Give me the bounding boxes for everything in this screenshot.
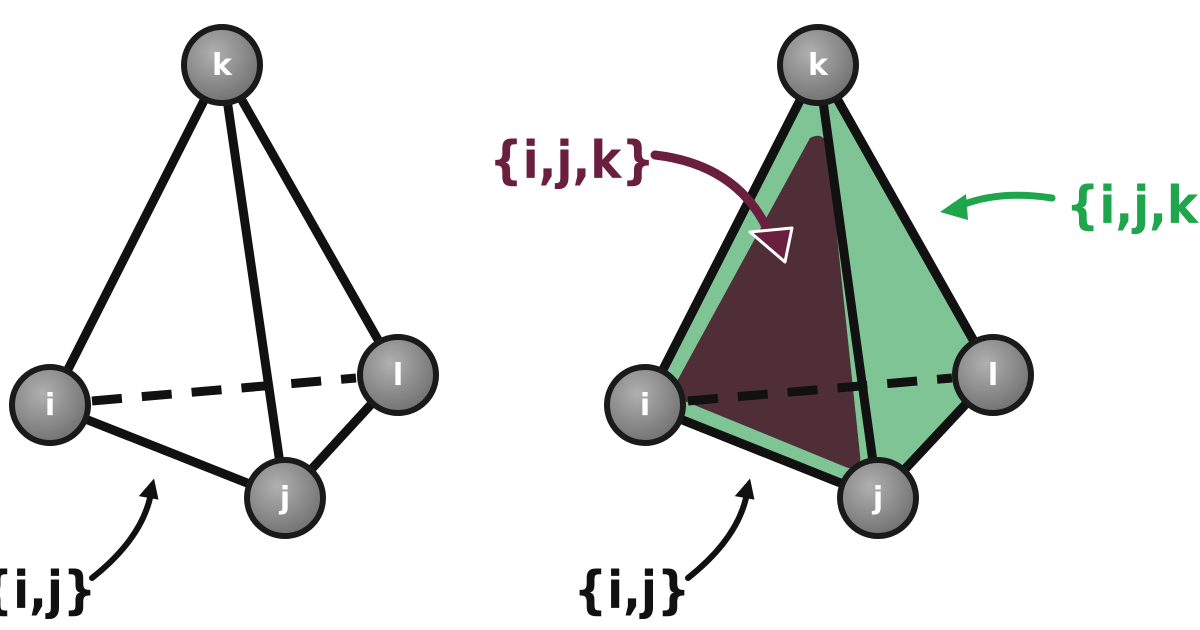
svg-text:j: j	[279, 481, 290, 516]
edge-pointer-arrow-right	[685, 495, 749, 581]
node-l-right: l	[952, 334, 1034, 416]
svg-text:l: l	[988, 358, 998, 393]
edge-i-l-hidden	[91, 373, 357, 406]
edge-label-right: {i,j}	[574, 561, 690, 621]
tetra-pointer-arrow	[958, 191, 1056, 209]
edge-pointer-arrow	[89, 495, 153, 581]
right-tetrahedron: k i l j {i,j,k} {i,j,k,l} {i,j}	[489, 24, 1200, 621]
svg-text:j: j	[872, 481, 883, 516]
edge-i-j	[45, 400, 290, 503]
face-fill	[674, 135, 861, 469]
tetra-label: {i,j,k,l}	[1066, 176, 1200, 236]
svg-text:k: k	[212, 48, 233, 83]
face-pointer-arrow	[650, 150, 775, 240]
face-label: {i,j,k}	[489, 131, 654, 191]
svg-text:i: i	[640, 388, 650, 423]
edge-pointer-arrowhead	[138, 478, 159, 500]
svg-text:k: k	[808, 48, 829, 83]
edge-label: {i,j}	[0, 561, 96, 621]
face-pointer-arrowhead	[748, 226, 794, 264]
svg-text:l: l	[393, 358, 403, 393]
node-j-right: j	[837, 457, 919, 539]
node-i: i	[9, 364, 91, 446]
edge-i-j-right	[640, 400, 883, 503]
node-i-right: i	[604, 364, 686, 446]
node-l: l	[357, 334, 439, 416]
left-tetrahedron: k i l j {i,j}	[0, 24, 439, 621]
edge-k-l	[217, 60, 403, 380]
edge-k-l-right	[813, 60, 998, 380]
tetra-pointer-arrowhead	[940, 194, 968, 220]
svg-text:i: i	[45, 388, 55, 423]
edge-k-i-right	[640, 60, 823, 410]
edge-k-j	[217, 60, 290, 503]
edge-pointer-arrowhead-right	[734, 478, 755, 500]
node-k-right: k	[777, 24, 859, 106]
edge-k-j-right	[813, 60, 883, 503]
edge-k-i	[45, 60, 227, 410]
node-j: j	[244, 457, 326, 539]
node-k: k	[181, 24, 263, 106]
edge-i-l-hidden-right	[687, 373, 953, 406]
